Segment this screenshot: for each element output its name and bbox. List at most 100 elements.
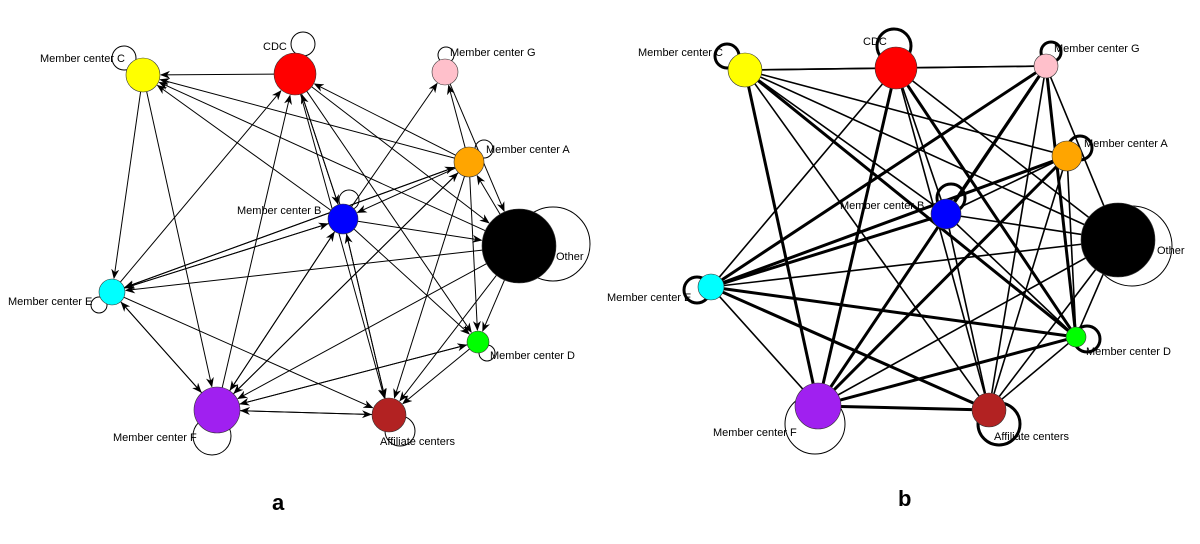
- edge-member_e-to-member_f: [719, 296, 804, 390]
- node-other: [1080, 202, 1156, 278]
- node-label-member_e: Member center E: [8, 296, 92, 308]
- panel-a-nodes: [98, 52, 557, 434]
- edge-other-to-affiliate: [399, 275, 497, 402]
- edge-member_b-to-member_d: [353, 228, 470, 335]
- edge-member_g-to-other: [449, 83, 505, 212]
- edge-cdc-to-member_b: [301, 93, 339, 205]
- node-label-member_a: Member center A: [486, 144, 570, 156]
- edge-other-to-member_e: [124, 249, 483, 294]
- node-label-cdc: CDC: [263, 41, 287, 53]
- node-label-cdc: CDC: [863, 36, 887, 48]
- node-label-member_d: Member center D: [1086, 346, 1171, 358]
- node-label-member_g: Member center G: [1054, 43, 1140, 55]
- edge-member_f-to-cdc: [221, 94, 292, 388]
- edge-member_b-to-member_g: [351, 82, 438, 207]
- node-member_a: [1051, 140, 1083, 172]
- panel-b-nodes: [697, 46, 1156, 430]
- edge-member_e-to-affiliate: [123, 296, 374, 409]
- panel-a-edges: [111, 70, 505, 419]
- self-loop-cdc: [290, 31, 316, 57]
- edge-cdc-to-member_d: [906, 84, 1072, 330]
- edge-cdc-to-member_e: [718, 83, 884, 278]
- node-label-affiliate: Affiliate centers: [380, 436, 456, 448]
- node-member_c: [727, 52, 763, 88]
- node-affiliate: [371, 397, 407, 433]
- node-member_a: [453, 146, 485, 178]
- node-member_f: [794, 382, 842, 430]
- edge-member_f-to-member_e: [120, 301, 203, 394]
- node-label-member_g: Member center G: [450, 47, 536, 59]
- edge-cdc-to-affiliate: [300, 94, 386, 399]
- edge-member_g-to-affiliate: [990, 77, 1045, 394]
- node-member_c: [125, 57, 161, 93]
- edge-other-to-member_d: [1079, 273, 1105, 329]
- edge-member_a-to-member_g: [447, 84, 466, 148]
- node-label-member_e: Member center E: [607, 292, 691, 304]
- edge-member_f-to-affiliate: [239, 410, 373, 419]
- node-member_g: [431, 58, 459, 86]
- node-cdc: [874, 46, 918, 90]
- node-member_d: [466, 330, 490, 354]
- edge-member_b-to-member_d: [956, 223, 1070, 331]
- node-other: [481, 208, 557, 284]
- edge-member_b-to-other: [960, 215, 1082, 236]
- edge-member_c-to-other: [760, 76, 1085, 226]
- node-member_e: [98, 278, 126, 306]
- edge-other-to-member_f: [237, 263, 487, 400]
- node-member_g: [1033, 53, 1059, 79]
- edge-member_b-to-member_c: [156, 84, 332, 211]
- edge-member_f-to-member_d: [239, 343, 468, 405]
- edge-cdc-to-affiliate: [900, 88, 986, 394]
- edge-other-to-member_f: [837, 257, 1087, 396]
- edge-member_a-to-member_d: [1066, 170, 1077, 328]
- panel-a-network: Member center C CDC Member center G Member …: [8, 31, 591, 515]
- edge-affiliate-to-member_b: [344, 233, 386, 399]
- panel-b-edges: [718, 65, 1105, 412]
- node-affiliate: [971, 392, 1007, 428]
- edge-cdc-to-member_f: [821, 88, 893, 384]
- node-member_e: [697, 273, 725, 301]
- node-member_b: [327, 203, 359, 235]
- edge-member_c-to-member_b: [758, 79, 935, 206]
- node-label-other: Other: [556, 251, 584, 263]
- node-member_b: [930, 198, 962, 230]
- edge-member_g-to-member_e: [721, 71, 1037, 282]
- node-label-member_f: Member center F: [713, 427, 797, 439]
- edge-member_c-to-member_f: [747, 86, 815, 384]
- edge-cdc-to-member_g: [916, 65, 1035, 69]
- edge-member_e-to-member_d: [723, 287, 1067, 338]
- node-label-member_f: Member center F: [113, 432, 197, 444]
- edge-member_c-to-member_e: [111, 91, 142, 280]
- edge-member_e-to-member_a: [124, 166, 455, 289]
- edge-member_c-to-member_d: [757, 79, 1070, 332]
- edge-member_d-to-affiliate: [1001, 342, 1069, 400]
- node-member_d: [1065, 326, 1087, 348]
- node-label-member_b: Member center B: [840, 200, 924, 212]
- edge-member_b-to-other: [357, 220, 483, 243]
- node-cdc: [273, 52, 317, 96]
- panel-a-label: a: [272, 490, 285, 515]
- edge-member_e-to-cdc: [119, 90, 282, 283]
- self-loop-member_e: [90, 296, 108, 314]
- edge-member_f-to-member_a: [233, 172, 459, 395]
- edge-member_d-to-affiliate: [402, 348, 470, 405]
- edge-other-to-member_e: [723, 243, 1082, 287]
- node-label-member_d: Member center D: [490, 350, 575, 362]
- edge-cdc-to-member_d: [306, 91, 472, 333]
- edge-member_a-to-cdc: [313, 83, 456, 156]
- edge-member_a-to-member_d: [469, 176, 481, 332]
- edge-cdc-to-member_b: [902, 87, 942, 201]
- edge-member_e-to-affiliate: [722, 290, 975, 405]
- edge-member_g-to-other: [1049, 76, 1105, 207]
- edge-member_a-to-affiliate: [993, 170, 1064, 394]
- edge-member_g-to-member_d: [1045, 77, 1077, 328]
- edge-cdc-to-member_c: [159, 70, 275, 79]
- edge-member_a-to-member_b: [356, 167, 456, 213]
- edge-cdc-to-other: [311, 86, 490, 224]
- edge-member_e-to-member_b: [124, 222, 329, 289]
- edge-member_a-to-affiliate: [393, 176, 465, 399]
- node-label-member_c: Member center C: [40, 53, 125, 65]
